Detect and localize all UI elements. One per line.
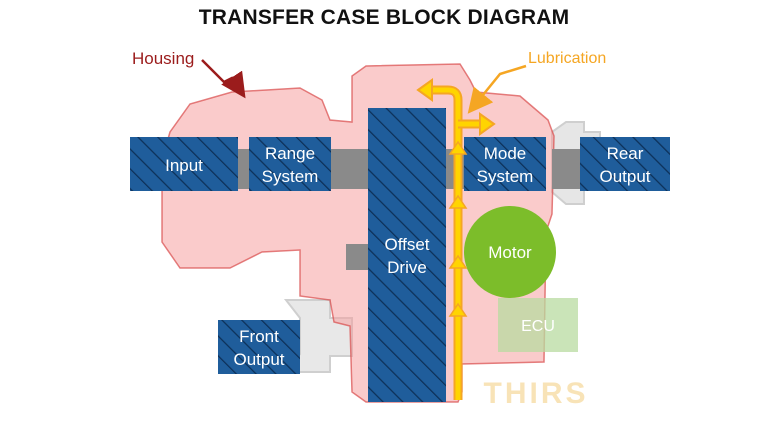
front-output-label-line2: Output	[233, 350, 284, 369]
offset-drive-label-line2: Drive	[387, 258, 427, 277]
lubrication-callout-arrow	[467, 64, 527, 114]
svg-text:Output: Output	[599, 167, 650, 186]
mode-system-label-line1: Mode	[484, 144, 527, 163]
ecu-block	[498, 298, 578, 352]
housing-callout-arrow	[201, 59, 246, 99]
svg-text:Mode: Mode	[484, 144, 527, 163]
input-label: Input	[165, 156, 203, 175]
rear-output-label-line1: Rear	[607, 144, 644, 163]
svg-text:Drive: Drive	[387, 258, 427, 277]
motor-circle	[464, 206, 556, 298]
svg-text:Front: Front	[239, 327, 279, 346]
range-system-block	[249, 137, 331, 191]
motor-label: Motor	[488, 243, 532, 262]
rear-output-label-line2: Output	[599, 167, 650, 186]
mode-system-block	[464, 137, 546, 191]
svg-text:Output: Output	[233, 350, 284, 369]
front-output-label-line1: Front	[239, 327, 279, 346]
lubrication-callout-label: Lubrication	[528, 50, 606, 67]
diagram-title: TRANSFER CASE BLOCK DIAGRAM	[198, 6, 570, 29]
input-block	[130, 137, 238, 191]
offset-drive-label-line1: Offset	[384, 235, 429, 254]
offset-drive-block	[368, 108, 446, 402]
housing-callout-label: Housing	[132, 49, 194, 68]
range-system-label-line1: Range	[265, 144, 315, 163]
svg-text:Rear: Rear	[607, 144, 644, 163]
svg-text:System: System	[262, 167, 319, 186]
svg-text:Range: Range	[265, 144, 315, 163]
svg-text:Offset: Offset	[384, 235, 429, 254]
range-system-label-line2: System	[262, 167, 319, 186]
ecu-label: ECU	[521, 318, 555, 335]
front-output-block	[218, 320, 300, 374]
mode-system-label-line2: System	[477, 167, 534, 186]
svg-text:System: System	[477, 167, 534, 186]
rear-output-block	[580, 137, 670, 191]
lubrication-path	[416, 78, 496, 400]
watermark: THIRS	[484, 377, 589, 410]
